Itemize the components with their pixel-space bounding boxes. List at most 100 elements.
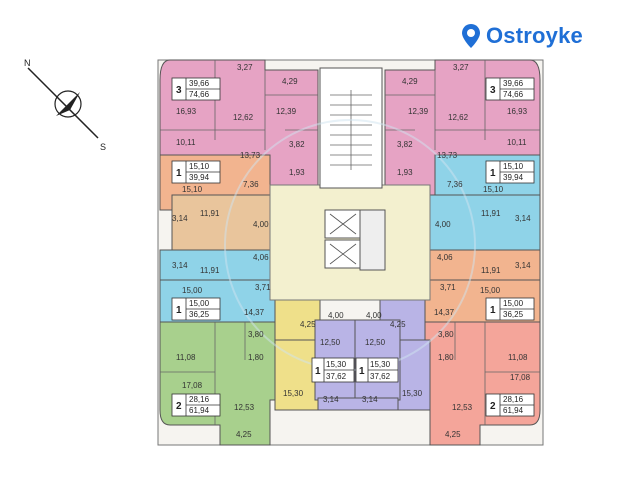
living-area: 39,66	[189, 79, 210, 88]
room-area: 12,50	[320, 338, 341, 347]
room-area: 13,73	[240, 151, 261, 160]
room-area: 12,62	[448, 113, 469, 122]
apartment-label-box-w1b: 1 15,00 36,25	[171, 297, 221, 321]
room-area: 1,80	[438, 353, 454, 362]
total-area: 39,94	[189, 173, 210, 182]
room-area: 4,00	[366, 311, 382, 320]
location-pin-icon	[462, 24, 480, 48]
room-s-balcony	[317, 397, 399, 411]
room-area: 12,50	[365, 338, 386, 347]
room-area: 3,82	[289, 140, 305, 149]
room-area: 3,27	[453, 63, 469, 72]
room-area: 15,30	[283, 389, 304, 398]
living-area: 28,16	[503, 395, 524, 404]
brand-name: Ostroyke	[486, 23, 583, 48]
apartment-label-box-s1a: 1 15,30 37,62	[311, 357, 355, 383]
room-area: 10,11	[507, 138, 527, 147]
living-area: 28,16	[189, 395, 210, 404]
rooms-count: 1	[490, 168, 496, 179]
living-area: 15,00	[503, 299, 524, 308]
living-area: 15,30	[326, 360, 347, 369]
room-se-balcony	[394, 339, 431, 411]
apartment-label-box-s1b: 1 15,30 37,62	[355, 357, 399, 383]
total-area: 61,94	[189, 406, 210, 415]
room-area: 11,91	[200, 209, 220, 218]
total-area: 37,62	[370, 372, 391, 381]
room-area: 17,08	[182, 381, 203, 390]
compass-south: S	[100, 142, 106, 152]
room-area: 11,91	[481, 209, 501, 218]
room-area: 4,06	[253, 253, 269, 262]
stairs-icon	[330, 90, 372, 170]
room-area: 7,36	[447, 180, 463, 189]
rooms-count: 1	[359, 366, 365, 377]
room-area: 3,71	[255, 283, 271, 292]
elevator-icon	[329, 213, 357, 235]
total-area: 74,66	[189, 90, 210, 99]
total-area: 37,62	[326, 372, 347, 381]
compass-axis	[27, 67, 99, 139]
room-area: 12,62	[233, 113, 254, 122]
apartment-label-box-w1a: 1 15,10 39,94	[171, 160, 221, 184]
room-area: 15,10	[483, 185, 504, 194]
living-area: 15,10	[189, 162, 210, 171]
living-area: 15,30	[370, 360, 391, 369]
room-area: 4,25	[300, 320, 316, 329]
room-area: 3,82	[397, 140, 413, 149]
room-area: 16,93	[507, 107, 528, 116]
rooms-count: 1	[490, 305, 496, 316]
room-area: 16,93	[176, 107, 197, 116]
shaft	[359, 209, 386, 271]
room-area: 3,14	[172, 261, 188, 270]
room-area: 3,14	[323, 395, 339, 404]
compass-north: N	[24, 58, 31, 68]
room-area: 11,91	[481, 266, 501, 275]
room-area: 12,53	[452, 403, 473, 412]
room-area: 15,30	[402, 389, 423, 398]
room-area: 3,14	[172, 214, 188, 223]
room-area: 14,37	[244, 308, 265, 317]
rooms-count: 2	[176, 401, 182, 412]
room-area: 4,29	[282, 77, 298, 86]
room-area: 3,80	[438, 330, 454, 339]
room-area: 12,53	[234, 403, 255, 412]
room-area: 4,00	[328, 311, 344, 320]
brand-logo: Ostroyke	[460, 22, 583, 50]
total-area: 39,94	[503, 173, 524, 182]
room-area: 1,80	[248, 353, 264, 362]
room-area: 4,00	[435, 220, 451, 229]
total-area: 36,25	[189, 310, 210, 319]
room-area: 17,08	[510, 373, 531, 382]
room-area: 7,36	[243, 180, 259, 189]
apartment-label-box-ne: 3 39,66 74,66	[485, 77, 535, 101]
apartment-label-box-sw2: 2 28,16 61,94	[171, 393, 221, 417]
room-area: 1,93	[289, 168, 305, 177]
room-area: 1,93	[397, 168, 413, 177]
room-area: 15,00	[480, 286, 501, 295]
room-area: 3,71	[440, 283, 456, 292]
room-area: 15,00	[182, 286, 203, 295]
room-area: 4,00	[253, 220, 269, 229]
room-area: 4,25	[236, 430, 252, 439]
room-area: 4,29	[402, 77, 418, 86]
elevator-icon	[329, 243, 357, 265]
living-area: 15,00	[189, 299, 210, 308]
room-area: 15,10	[182, 185, 203, 194]
room-area: 12,39	[408, 107, 429, 116]
apartment-label-box-se2: 2 28,16 61,94	[485, 393, 535, 417]
living-area: 39,66	[503, 79, 524, 88]
apartment-label-box-e1b: 1 15,00 36,25	[485, 297, 535, 321]
total-area: 74,66	[503, 90, 524, 99]
room-area: 10,11	[176, 138, 196, 147]
room-area: 12,39	[276, 107, 297, 116]
total-area: 61,94	[503, 406, 524, 415]
rooms-count: 3	[490, 85, 496, 96]
room-area: 13,73	[437, 151, 458, 160]
rooms-count: 2	[490, 401, 496, 412]
living-area: 15,10	[503, 162, 524, 171]
room-area: 4,06	[437, 253, 453, 262]
room-area: 14,37	[434, 308, 455, 317]
room-area: 3,27	[237, 63, 253, 72]
room-area: 3,14	[515, 214, 531, 223]
